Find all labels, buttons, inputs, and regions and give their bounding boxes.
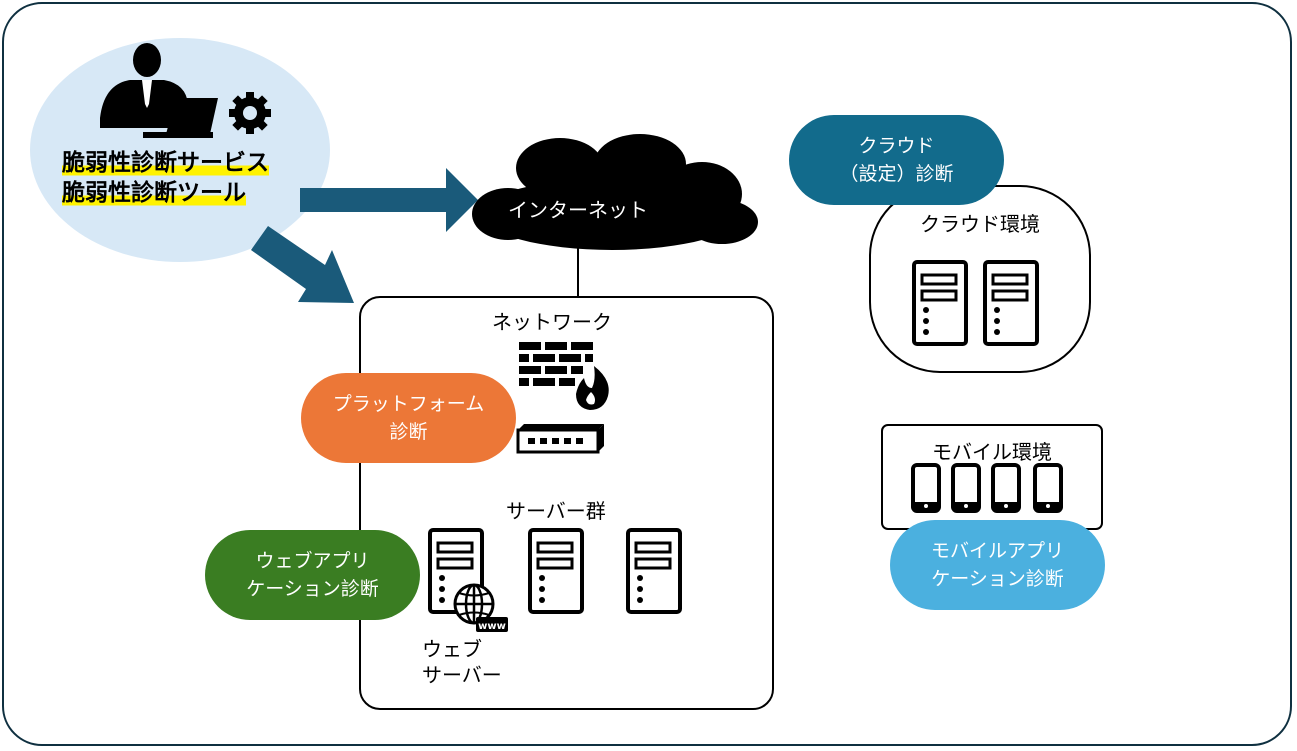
mobile-diagnosis-bubble bbox=[890, 520, 1105, 610]
server-group-label: サーバー群 bbox=[506, 499, 606, 523]
server-icon bbox=[983, 260, 1039, 346]
scanner-line-1: 脆弱性診断サービス bbox=[62, 148, 269, 178]
cloud-line-2: （設定）診断 bbox=[839, 163, 954, 185]
web-server-label: ウェブ サーバー bbox=[422, 636, 502, 688]
network-title: ネットワーク bbox=[492, 310, 612, 334]
person-icon bbox=[100, 43, 188, 128]
arrow-to-internet bbox=[300, 168, 478, 232]
server-icon bbox=[528, 528, 584, 614]
mobile-line-2: ケーション診断 bbox=[931, 568, 1064, 590]
webapp-line-2: ケーション診断 bbox=[246, 578, 379, 600]
webapp-diagnosis-bubble bbox=[205, 530, 420, 620]
smartphone-icon bbox=[951, 463, 981, 513]
platform-line-1: プラットフォーム bbox=[332, 393, 485, 415]
network-switch-icon bbox=[516, 424, 604, 454]
server-icon bbox=[912, 260, 968, 346]
platform-diagnosis-label: プラットフォーム 診断 bbox=[301, 390, 516, 446]
arrow-to-network bbox=[251, 226, 354, 303]
mobile-env-title: モバイル環境 bbox=[932, 440, 1052, 464]
scanner-line-2: 脆弱性診断ツール bbox=[62, 178, 246, 208]
laptop-icon bbox=[143, 98, 218, 138]
internet-cloud bbox=[472, 134, 758, 250]
smartphone-icon bbox=[911, 463, 941, 513]
gear-icon bbox=[229, 92, 271, 134]
internet-label: インターネット bbox=[508, 198, 648, 222]
smartphone-icon bbox=[991, 463, 1021, 513]
webapp-diagnosis-label: ウェブアプリ ケーション診断 bbox=[205, 547, 420, 603]
smartphone-icon bbox=[1033, 463, 1063, 513]
mobile-diagnosis-label: モバイルアプリ ケーション診断 bbox=[890, 537, 1105, 593]
globe-icon bbox=[453, 583, 508, 632]
mobile-line-1: モバイルアプリ bbox=[930, 540, 1064, 562]
www-badge-text: www bbox=[478, 621, 506, 632]
cloud-diagnosis-label: クラウド （設定）診断 bbox=[789, 132, 1004, 188]
cloud-env-title: クラウド環境 bbox=[920, 212, 1040, 236]
scanner-label: 脆弱性診断サービス 脆弱性診断ツール bbox=[62, 148, 269, 208]
cloud-diagnosis-bubble bbox=[789, 115, 1004, 205]
platform-line-2: 診断 bbox=[389, 421, 428, 443]
cloud-line-1: クラウド bbox=[858, 135, 935, 157]
webapp-line-1: ウェブアプリ bbox=[255, 550, 370, 572]
web-server-line-2: サーバー bbox=[422, 663, 502, 687]
web-server-line-1: ウェブ bbox=[422, 637, 482, 661]
platform-diagnosis-bubble bbox=[301, 373, 516, 463]
firewall-icon bbox=[519, 342, 609, 410]
server-icon bbox=[626, 528, 682, 614]
